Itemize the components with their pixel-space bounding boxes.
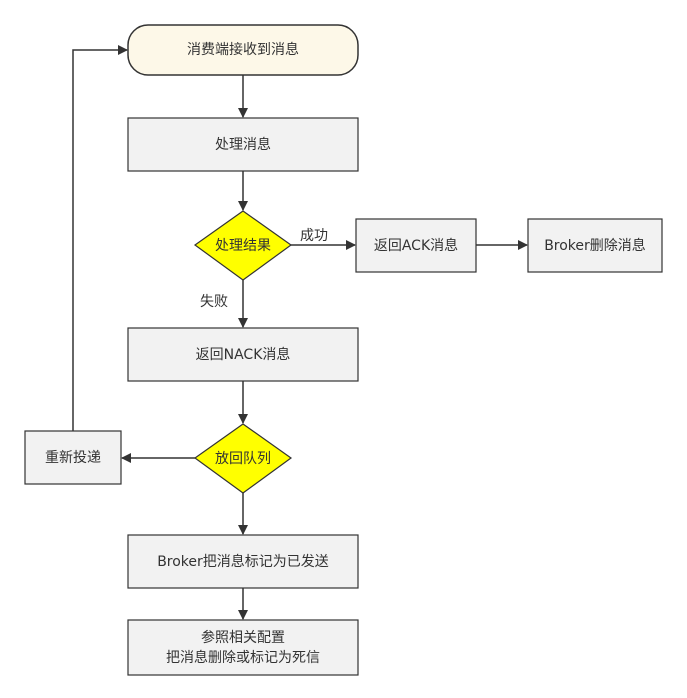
mark-sent-label: Broker把消息标记为已发送 bbox=[157, 553, 329, 570]
process-node bbox=[127, 117, 359, 172]
process-label: 处理消息 bbox=[215, 136, 271, 153]
redeliver-label: 重新投递 bbox=[45, 449, 101, 466]
start-label: 消费端接收到消息 bbox=[187, 42, 299, 58]
edge-label-failure: 失败 bbox=[200, 294, 228, 310]
requeue-label: 放回队列 bbox=[215, 450, 271, 467]
final-node bbox=[127, 619, 359, 676]
final-label: 参照相关配置 把消息删除或标记为死信 bbox=[128, 620, 358, 675]
return-ack-node bbox=[355, 218, 477, 273]
final-label-line1: 参照相关配置 bbox=[201, 629, 285, 646]
broker-delete-label: Broker删除消息 bbox=[544, 237, 646, 254]
result-label: 处理结果 bbox=[215, 237, 271, 254]
mark-sent-node bbox=[127, 534, 359, 589]
broker-delete-node bbox=[527, 218, 663, 273]
return-nack-label: 返回NACK消息 bbox=[195, 346, 291, 363]
edge-label-success: 成功 bbox=[300, 228, 328, 244]
final-label-line2: 把消息删除或标记为死信 bbox=[166, 649, 320, 666]
edge-redeliver-to-start bbox=[72, 45, 128, 431]
redeliver-node bbox=[24, 430, 122, 485]
return-ack-label: 返回ACK消息 bbox=[373, 237, 459, 254]
return-nack-node bbox=[127, 327, 359, 382]
